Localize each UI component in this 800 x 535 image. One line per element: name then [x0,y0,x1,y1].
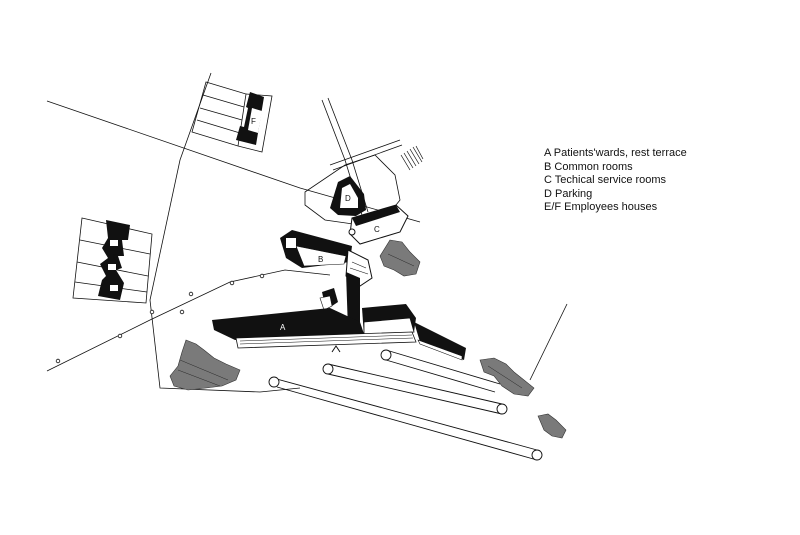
boundary-marker [117,333,123,339]
building-b-stair [286,238,296,248]
boundary-marker [259,273,265,279]
promenade-middle [322,363,508,415]
rest-terrace-hatching [239,334,414,345]
legend-item-d: D Parking [544,187,593,200]
spine-stair-landing [319,295,333,311]
tree-cluster-east [479,357,535,397]
site-edge-west [149,72,301,393]
access-path-c [329,139,401,166]
road-southwest [46,269,331,372]
building-d-court [340,184,358,208]
house-e-roof [98,220,130,300]
house-f-court [248,108,262,133]
building-c: C [348,204,409,245]
building-c-silo [348,228,356,236]
house-e-window [108,264,116,270]
legend: A Patients'wards, rest terrace B Common … [544,147,687,215]
label-d: D [345,194,351,203]
tree-cluster-southwest [169,339,241,391]
label-f: F [251,117,256,126]
entrance-arrow-icon [331,345,341,353]
label-e: E [113,253,118,262]
house-e-window [110,285,118,291]
promenade-long [268,376,543,461]
legend-item-c: C Techical service rooms [544,174,667,186]
building-a-tail-terrace [417,339,463,361]
spine-corridor [346,272,360,330]
boundary-marker [179,309,185,315]
building-e: E [72,217,153,304]
connecting-spine [319,272,360,330]
label-b: B [318,255,323,264]
label-c: C [374,225,380,234]
tree-cluster-southeast [537,413,567,439]
building-a-wards [212,308,364,340]
parking-stripes [400,145,424,171]
boundary-marker [229,280,235,286]
label-a: A [280,323,286,332]
road-east [529,303,568,381]
building-a-east-terrace [363,317,415,337]
legend-item-ef: E/F Employees houses [544,201,658,213]
building-f: F [191,81,273,153]
house-f-outline [237,93,273,153]
promenades [268,349,543,461]
building-b-terrace [295,245,347,267]
promenade-short [380,349,501,393]
boundary-marker [149,309,155,315]
building-a: A [212,304,466,361]
legend-item-b: B Common rooms [544,160,633,173]
building-d: D [330,176,366,216]
building-a-rest-terrace [235,331,417,349]
tree-hatching [177,253,523,389]
house-e-window [110,240,118,246]
boundary-markers [55,273,265,364]
building-a-tail [414,322,466,360]
building-c-shadow [352,205,400,226]
legend-item-a: A Patients'wards, rest terrace [544,147,687,159]
tree-cluster-east-b [379,239,421,277]
boundary-marker [55,358,61,364]
boundary-marker [188,291,194,297]
